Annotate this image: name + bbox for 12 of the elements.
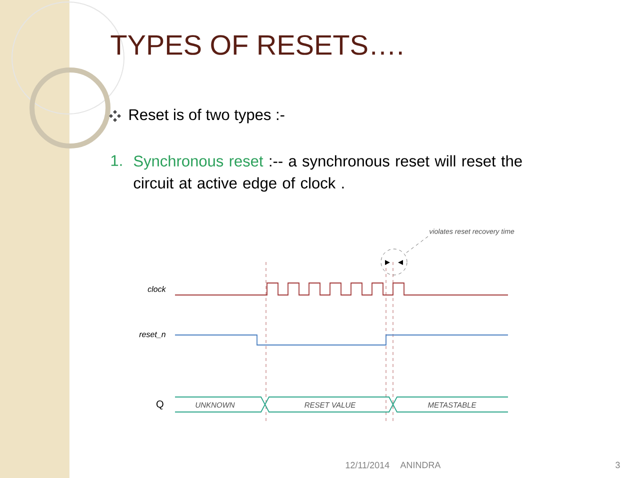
- list-item-text: Synchronous reset :-- a synchronous reset will reset the circuit at active edge of clock .: [134, 155, 522, 192]
- signal-name: Q: [156, 400, 164, 410]
- leader-line: [404, 236, 428, 254]
- dashed-circle: [380, 248, 408, 276]
- page-number: 3: [616, 462, 620, 468]
- signal-name: reset_n: [139, 332, 166, 338]
- bullet-text: Reset is of two types :-: [129, 108, 284, 124]
- slide-title: TYPES OF RESETS….: [110, 35, 402, 55]
- signal-name: clock: [148, 286, 166, 292]
- list-number: 1.: [111, 155, 122, 166]
- footer-author: ANINDRA: [400, 462, 441, 468]
- footer-date: 12/11/2014: [346, 462, 390, 468]
